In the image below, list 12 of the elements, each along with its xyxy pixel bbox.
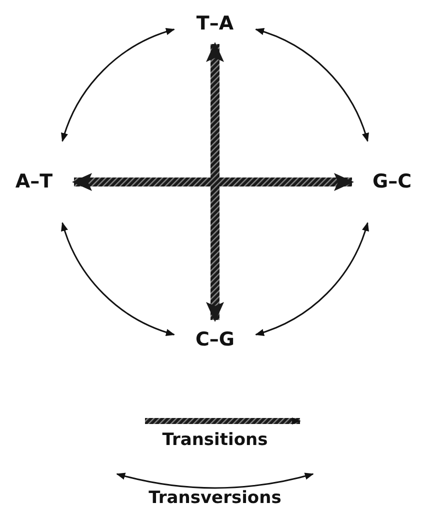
curved-arrow xyxy=(255,28,368,142)
legend-label: Transversions xyxy=(148,488,282,508)
curved-arrow xyxy=(62,28,175,142)
hatched-arrow xyxy=(72,173,354,191)
curved-arrow xyxy=(62,222,175,336)
legend-label: Transitions xyxy=(162,430,268,450)
base-pair-label: A–T xyxy=(15,172,53,192)
base-pair-label: G–C xyxy=(372,172,412,192)
base-pair-label: C–G xyxy=(195,330,235,350)
curved-arrow xyxy=(255,222,368,336)
base-pair-label: T–A xyxy=(196,14,234,34)
hatched-arrow xyxy=(206,42,224,322)
